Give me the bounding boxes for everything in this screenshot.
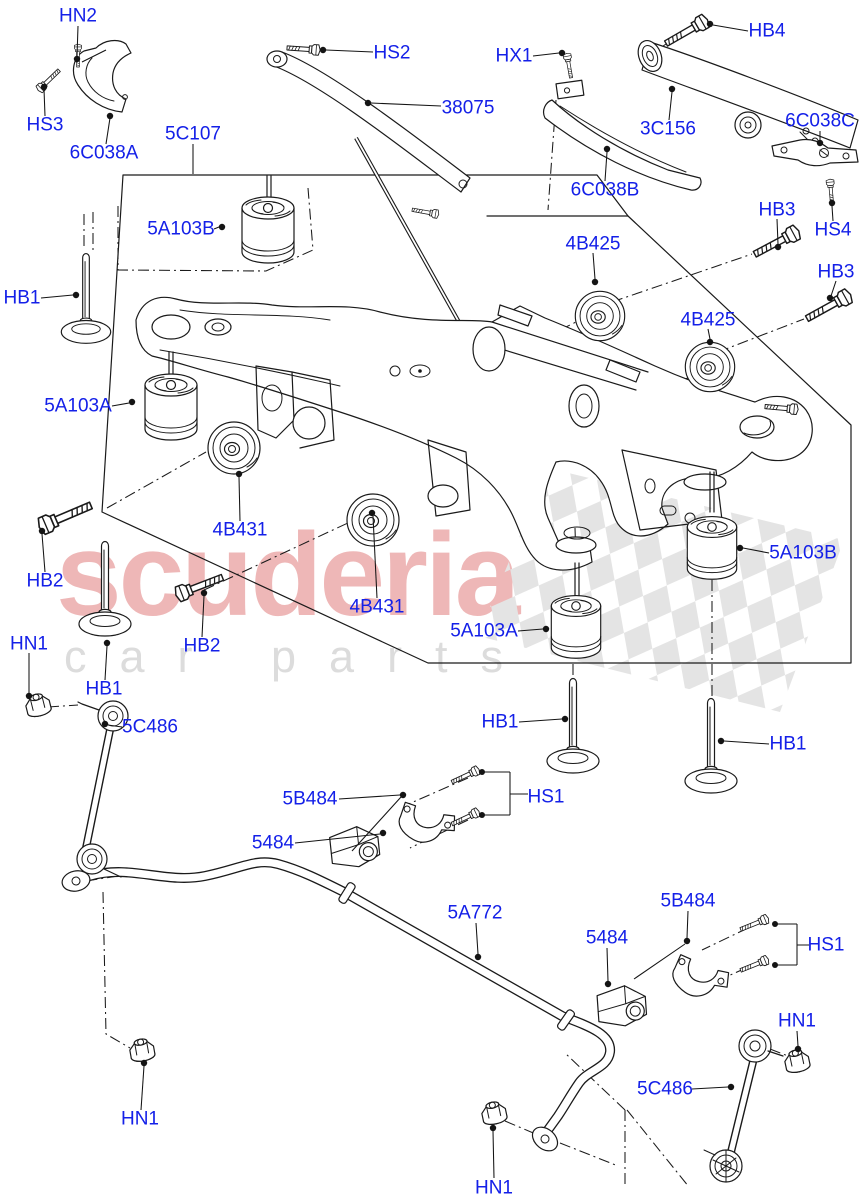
bolt-HS1-upper-1	[449, 764, 482, 787]
bolt-HS1-lower-1	[738, 913, 771, 935]
watermark-brand: scuderia	[56, 509, 520, 641]
bracket-6C038C	[771, 138, 859, 167]
bushing-5484-upper	[328, 824, 382, 871]
heat-shield-6C038B	[542, 79, 702, 191]
bushing-5A103B-right	[686, 515, 738, 580]
stud-subframe-top	[411, 205, 440, 219]
bolt-HS1-lower-2	[738, 954, 771, 976]
bolt-HB3-upper	[750, 223, 804, 262]
brace-38075	[266, 50, 471, 193]
bolt-HB4	[661, 12, 712, 51]
bolt-HS2	[286, 42, 322, 56]
pin-HB1-bottomcenter	[546, 677, 600, 774]
clamp-5B484-lower	[668, 946, 733, 1001]
bolt-HB2-center	[172, 569, 226, 604]
bushing-5A103B-top	[241, 196, 295, 264]
leader-lines	[25, 20, 837, 1179]
link-5C486-left	[76, 700, 129, 878]
pin-HB1-left	[78, 540, 132, 637]
bracket-6C038A	[72, 39, 132, 113]
bushing-5A103A-left	[144, 373, 198, 441]
bolt-HS3	[34, 66, 63, 95]
pin-HB1-bottomright	[684, 697, 738, 794]
bushing-5484-lower	[595, 983, 648, 1029]
bushing-4B425-left	[574, 290, 626, 342]
pin-HB1-topleft	[60, 252, 112, 344]
stud-HX1	[562, 52, 576, 79]
clamp-5B484-upper	[393, 790, 460, 849]
nut-HN1-bottomleft	[127, 1036, 157, 1064]
stabilizer-bar-5A772	[61, 857, 616, 1152]
bushing-4B425-right	[684, 341, 736, 393]
assembly-box	[101, 174, 852, 664]
bushing-5A103A-bottom	[550, 594, 602, 659]
subframe-crossmember-5C107	[135, 175, 813, 599]
watermark-tagline: car parts	[64, 631, 537, 682]
nut-HN1-bottomcenter	[479, 1099, 509, 1127]
link-5C486-right	[703, 1029, 784, 1183]
bar-3C156	[637, 40, 859, 149]
bolt-HB3-right	[802, 286, 856, 327]
bushing-4B431-left	[207, 421, 261, 475]
